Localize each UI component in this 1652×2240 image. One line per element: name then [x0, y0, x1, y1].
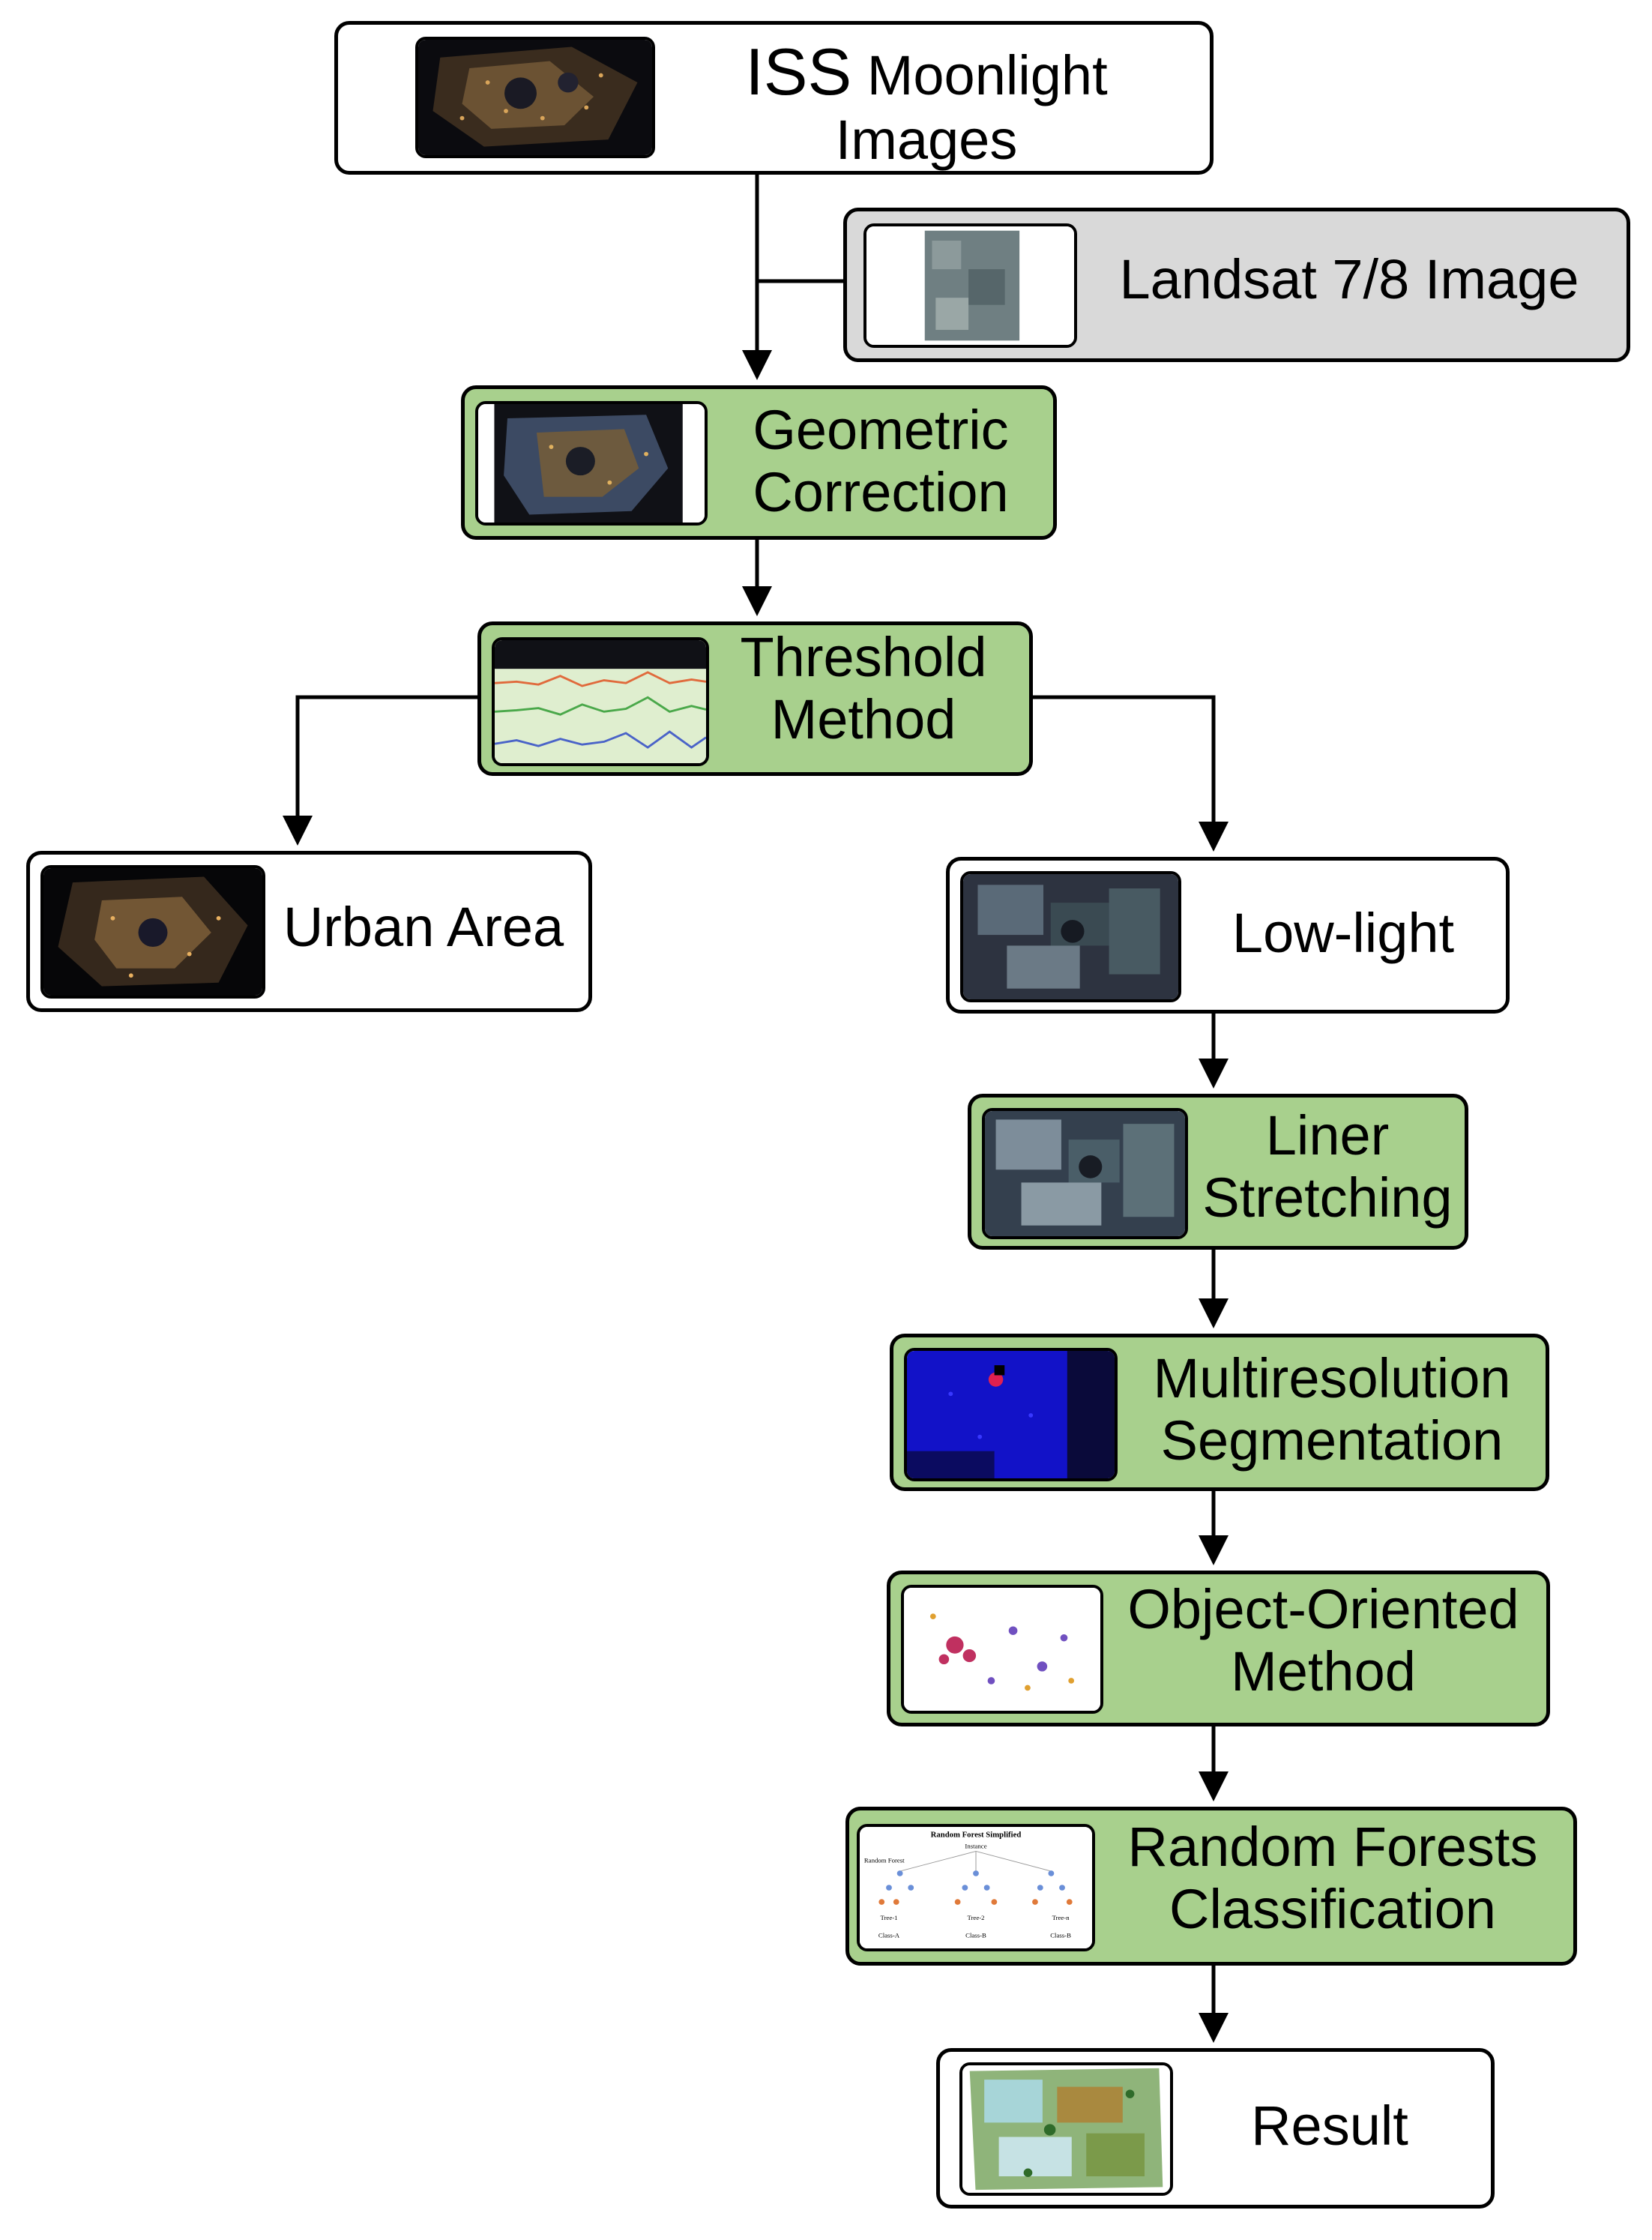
threshold-line1: Threshold [740, 626, 987, 688]
rf-line1: Random Forests [1127, 1816, 1538, 1878]
iss-prefix: ISS [745, 34, 852, 109]
landsat-label: Landsat 7/8 Image [1119, 248, 1579, 310]
arrow-threshold-to-lowlight [1033, 695, 1229, 852]
geometric-line1: Geometric [753, 399, 1009, 461]
geometric-correction-label: Geometric Correction [712, 399, 1049, 524]
object-oriented-method-label: Object-Oriented Method [1104, 1578, 1543, 1703]
iss-suffix: Moonlight [851, 44, 1108, 106]
threshold-plot-icon [492, 637, 709, 766]
object-scatter-icon [901, 1585, 1103, 1714]
corrected-night-image-icon [475, 401, 708, 526]
stretched-image-icon [982, 1108, 1188, 1239]
liner-stretching-label: Liner Stretching [1185, 1104, 1470, 1229]
landsat-image-icon [863, 223, 1077, 348]
rf-thumb-class-b2: Class-B [1050, 1932, 1071, 1939]
threshold-method-label: Threshold Method [710, 626, 1017, 751]
rf-thumb-class-a: Class-A [878, 1932, 900, 1939]
random-forest-diagram-icon: Random Forest Simplified Instance Random… [857, 1824, 1095, 1951]
liner-stretching-node: Liner Stretching [968, 1094, 1468, 1250]
night-city-image-icon [415, 37, 655, 158]
iss-line2: Images [835, 108, 1018, 171]
geometric-line2: Correction [753, 460, 1009, 523]
iss-moonlight-node: ISS Moonlight Images [334, 21, 1214, 175]
low-light-node: Low-light [946, 857, 1510, 1014]
object-oriented-method-node: Object-Oriented Method [887, 1571, 1550, 1726]
liner-line2: Stretching [1202, 1166, 1453, 1229]
threshold-method-node: Threshold Method [477, 621, 1033, 776]
geometric-correction-node: Geometric Correction [461, 385, 1057, 540]
urban-area-label: Urban Area [283, 896, 564, 958]
result-label: Result [1251, 2095, 1408, 2157]
object-line1: Object-Oriented [1127, 1578, 1519, 1640]
multires-line1: Multiresolution [1153, 1347, 1511, 1409]
multiresolution-segmentation-label: Multiresolution Segmentation [1122, 1347, 1542, 1472]
random-forests-classification-node: Random Forest Simplified Instance Random… [845, 1807, 1577, 1966]
landsat-node: Landsat 7/8 Image [843, 208, 1630, 362]
rf-thumb-tree-1: Tree-1 [880, 1914, 897, 1921]
rf-thumb-instance: Instance [965, 1843, 986, 1850]
multires-line2: Segmentation [1160, 1409, 1504, 1472]
low-light-image-icon [960, 871, 1181, 1002]
threshold-line2: Method [771, 687, 956, 750]
liner-line1: Liner [1265, 1104, 1390, 1166]
rf-thumb-title: Random Forest Simplified [931, 1831, 1022, 1839]
result-node: Result [936, 2048, 1495, 2209]
urban-night-image-icon [40, 865, 265, 999]
iss-moonlight-label: ISS Moonlight Images [668, 34, 1185, 171]
segmentation-image-icon [904, 1348, 1118, 1481]
object-line2: Method [1231, 1640, 1416, 1702]
rf-thumb-tree-2: Tree-2 [967, 1914, 984, 1921]
urban-area-node: Urban Area [26, 851, 592, 1012]
multiresolution-segmentation-node: Multiresolution Segmentation [890, 1334, 1549, 1491]
arrow-threshold-to-urban [283, 695, 477, 846]
rf-thumb-class-b1: Class-B [965, 1932, 986, 1939]
low-light-label: Low-light [1232, 902, 1455, 964]
rf-line2: Classification [1169, 1877, 1496, 1940]
random-forests-classification-label: Random Forests Classification [1097, 1816, 1569, 1941]
classification-map-icon [959, 2062, 1173, 2196]
rf-thumb-tree-n: Tree-n [1052, 1914, 1070, 1921]
rf-thumb-side: Random Forest [864, 1857, 905, 1864]
